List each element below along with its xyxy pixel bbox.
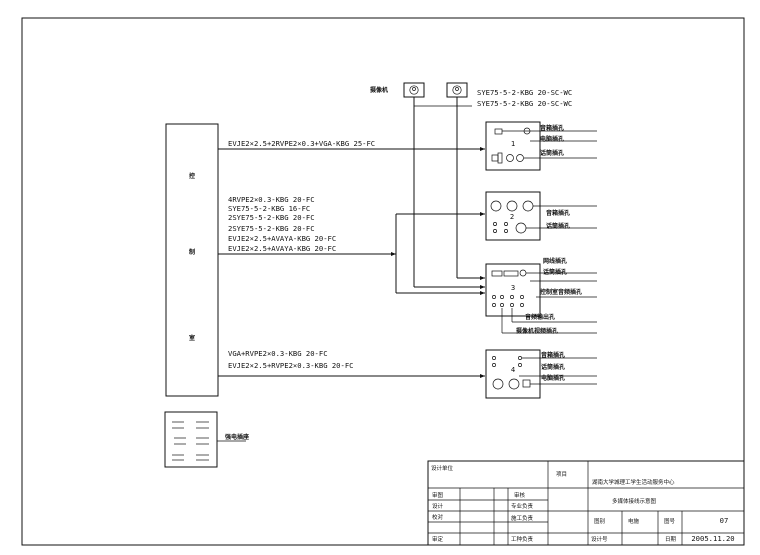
box2-number: 2 bbox=[510, 212, 514, 221]
camera-cable-1: SYE75-5-2-KBG 20-SC-WC bbox=[477, 88, 572, 97]
tb-mid-2: 专业负责 bbox=[511, 502, 534, 510]
power-strip-label: 强电插座 bbox=[225, 433, 249, 441]
camera-label: 摄像机 bbox=[370, 86, 388, 94]
tb-date-label: 日期 bbox=[665, 536, 677, 543]
tb-left-2: 设计 bbox=[432, 502, 444, 510]
box4-label-2: 话筒插孔 bbox=[541, 363, 565, 371]
floor-box-2: 2 bbox=[485, 191, 541, 241]
run2-cable-2: SYE75-5-2-KBG 16-FC bbox=[228, 204, 310, 213]
arrow-icon bbox=[480, 276, 485, 280]
run2-cable-6: EVJE2×2.5+AVAYA-KBG 20-FC bbox=[228, 244, 336, 253]
jack-icon bbox=[497, 152, 503, 164]
tb-left-4: 审定 bbox=[432, 535, 444, 543]
socket-icon bbox=[503, 270, 519, 277]
socket-icon bbox=[492, 378, 504, 390]
socket-icon bbox=[519, 269, 527, 277]
socket-icon bbox=[494, 128, 503, 135]
tb-mid-3: 施工负责 bbox=[511, 514, 534, 522]
camera-2-icon bbox=[446, 82, 468, 98]
floor-box-3: 3 bbox=[485, 263, 541, 317]
tb-drawing-name: 多媒体接线示意图 bbox=[612, 497, 657, 505]
drawing-border bbox=[21, 17, 745, 546]
arrow-icon bbox=[480, 285, 485, 289]
tb-number-value: 07 bbox=[720, 516, 729, 525]
floor-box-1: 1 bbox=[485, 121, 541, 171]
socket-icon bbox=[522, 379, 531, 388]
tb-left-3: 校对 bbox=[432, 513, 444, 521]
box1-label-2: 电脑插孔 bbox=[540, 135, 564, 143]
box4-label-3: 电脑插孔 bbox=[541, 374, 565, 382]
tb-design-no-label: 设计号 bbox=[591, 535, 608, 543]
box3-label-2: 话筒插孔 bbox=[543, 268, 567, 276]
control-room-char-1: 控 bbox=[189, 172, 195, 180]
socket-icon bbox=[508, 378, 520, 390]
control-room-char-2: 制 bbox=[189, 248, 195, 256]
run3-cable-2: EVJE2×2.5+RVPE2×0.3-KBG 20-FC bbox=[228, 361, 354, 370]
box1-number: 1 bbox=[511, 139, 515, 148]
power-strip-icon bbox=[164, 411, 218, 468]
run2-cable-1: 4RVPE2×0.3-KBG 20-FC bbox=[228, 195, 315, 204]
arrow-icon bbox=[480, 291, 485, 295]
tb-date-value: 2005.11.20 bbox=[691, 534, 734, 543]
socket-icon bbox=[491, 270, 503, 277]
arrow-icon bbox=[480, 212, 485, 216]
control-room-char-3: 室 bbox=[189, 334, 195, 342]
box3-label-1: 网线插孔 bbox=[543, 257, 567, 265]
run2-cable-4: 2SYE75-5-2-KBG 20-FC bbox=[228, 224, 315, 233]
tb-mid-1: 审核 bbox=[514, 491, 526, 499]
tb-project-label: 项目 bbox=[556, 471, 567, 478]
socket-icon bbox=[516, 154, 524, 162]
tb-number-label: 图号 bbox=[664, 517, 676, 525]
box2-label-2: 话筒插孔 bbox=[546, 222, 570, 230]
box1-label-1: 音箱插孔 bbox=[540, 124, 564, 132]
socket-icon bbox=[515, 222, 527, 234]
arrow-icon bbox=[391, 252, 396, 256]
socket-icon bbox=[506, 154, 514, 162]
arrow-icon bbox=[480, 374, 485, 378]
box3-label-5: 摄像机视频插孔 bbox=[516, 327, 558, 335]
box4-label-1: 音箱插孔 bbox=[541, 351, 565, 359]
camera-cable-2: SYE75-5-2-KBG 20-SC-WC bbox=[477, 99, 572, 108]
box1-label-3: 话筒插孔 bbox=[540, 149, 564, 157]
tb-sheet-label: 图别 bbox=[594, 517, 605, 525]
jack-icon bbox=[491, 154, 499, 162]
box3-number: 3 bbox=[511, 283, 515, 292]
box3-label-3: 控制室音频插孔 bbox=[540, 288, 582, 296]
run2-cable-3: 2SYE75-5-2-KBG 20-FC bbox=[228, 213, 315, 222]
title-block bbox=[427, 460, 745, 546]
floor-box-4: 4 bbox=[485, 349, 541, 399]
run3-cable-1: VGA+RVPE2×0.3-KBG 20-FC bbox=[228, 349, 328, 358]
box4-number: 4 bbox=[511, 365, 515, 374]
tb-sheet-value: 电施 bbox=[628, 517, 640, 525]
camera-1-icon bbox=[403, 82, 425, 98]
tb-mid-4: 工种负责 bbox=[511, 535, 534, 543]
run1-cable-label: EVJE2×2.5+2RVPE2×0.3+VGA-KBG 25-FC bbox=[228, 139, 375, 148]
arrow-icon bbox=[480, 147, 485, 151]
box3-label-4: 音频输出孔 bbox=[525, 313, 555, 321]
tb-design-unit: 设计单位 bbox=[431, 464, 454, 472]
socket-icon bbox=[506, 200, 518, 212]
run2-cable-5: EVJE2×2.5+AVAYA-KBG 20-FC bbox=[228, 234, 336, 243]
tb-project-name: 湖南大学城理工学生活动服务中心 bbox=[592, 478, 675, 486]
box2-label-1: 音箱插孔 bbox=[546, 209, 570, 217]
socket-icon bbox=[522, 200, 534, 212]
control-room-box bbox=[165, 123, 219, 397]
tb-left-1: 审图 bbox=[432, 491, 444, 499]
socket-icon bbox=[490, 200, 502, 212]
